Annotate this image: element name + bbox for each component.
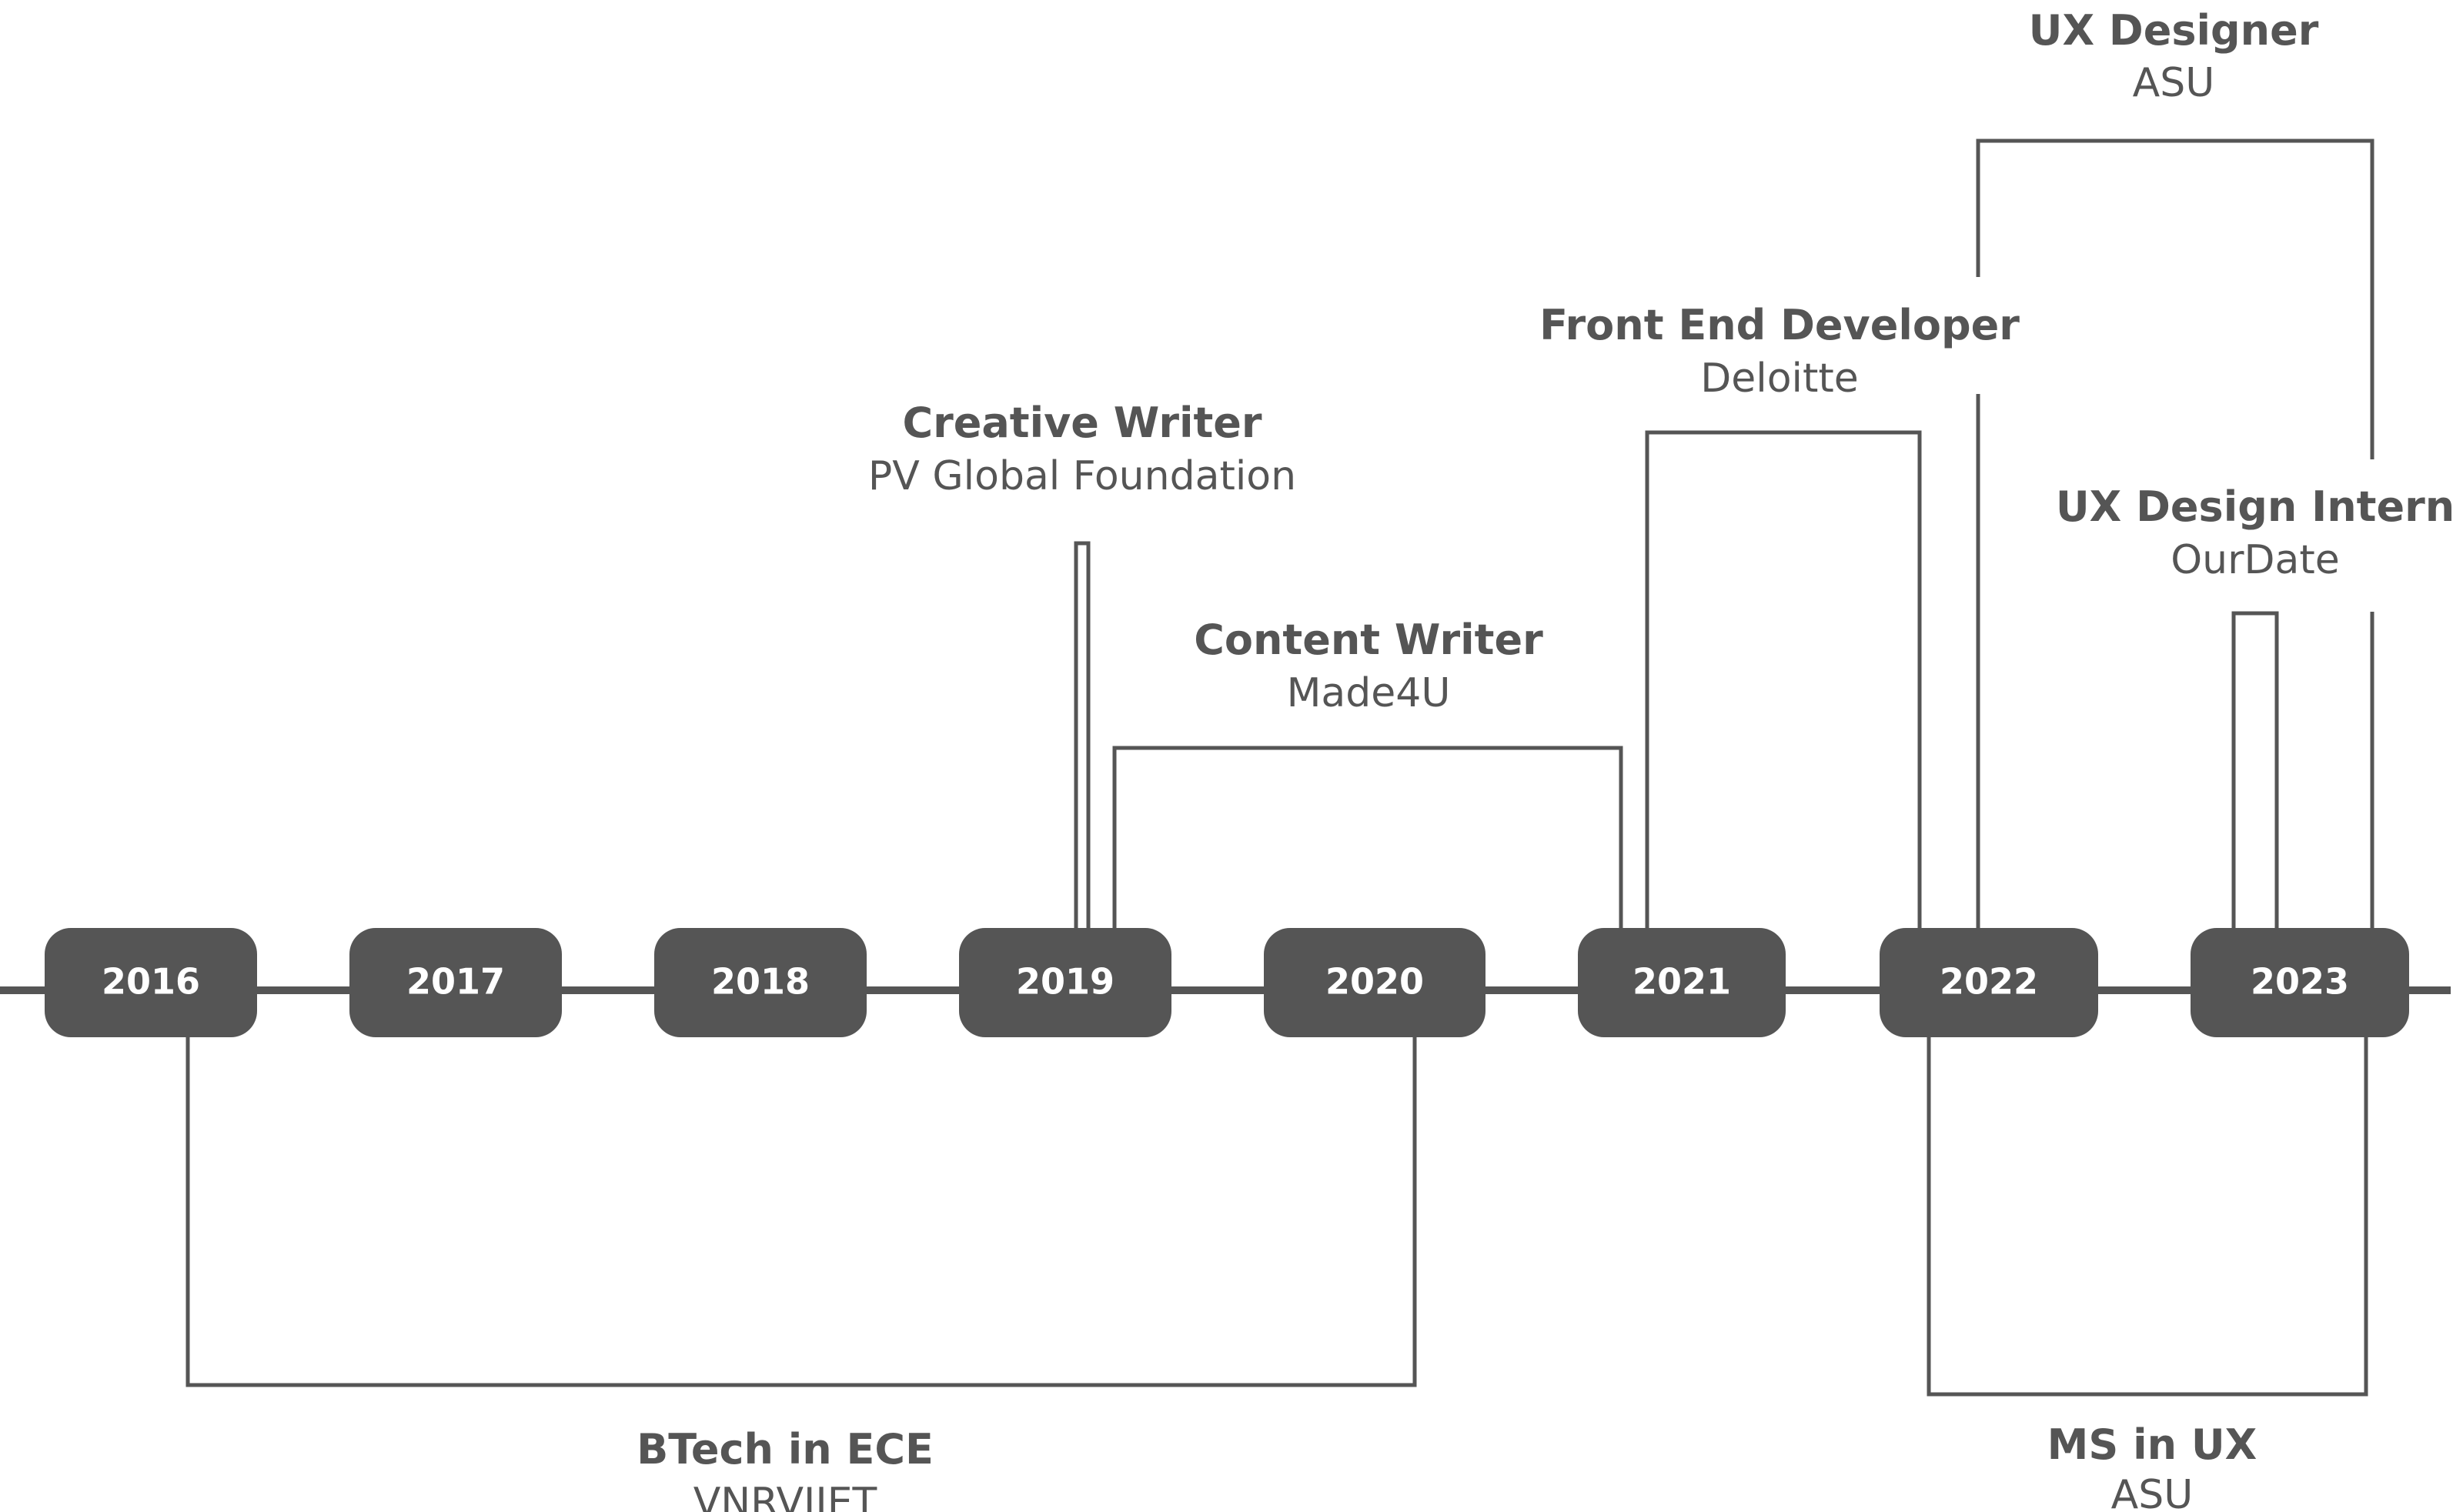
year-pill-2023: 2023 <box>2191 928 2409 1037</box>
year-label: 2018 <box>711 961 810 1003</box>
content-writer-entry: Content Writer Made4U <box>1194 616 1543 716</box>
year-label: 2023 <box>2251 961 2349 1003</box>
entry-title: Content Writer <box>1194 616 1543 664</box>
year-pill-2017: 2017 <box>349 928 562 1037</box>
year-pill-2022: 2022 <box>1880 928 2098 1037</box>
btech-bracket <box>185 1036 1417 1387</box>
year-label: 2020 <box>1325 961 1424 1003</box>
ms-ux-bracket <box>1927 1036 2368 1397</box>
year-label: 2019 <box>1016 961 1115 1003</box>
entry-organization: OurDate <box>2171 537 2340 583</box>
entry-title: UX Design Intern <box>2056 482 2455 531</box>
year-pill-2018: 2018 <box>654 928 867 1037</box>
entry-organization: Deloitte <box>1700 355 1859 402</box>
content-writer-bracket <box>1112 746 1623 928</box>
front-end-developer-bracket <box>1645 430 1922 928</box>
entry-title: Creative Writer <box>902 399 1262 447</box>
entry-organization: Made4U <box>1287 670 1451 716</box>
year-pill-2019: 2019 <box>959 928 1171 1037</box>
ux-designer-entry: UX Designer ASU <box>2029 6 2319 106</box>
creative-writer-bracket <box>1074 541 1091 928</box>
year-pill-2021: 2021 <box>1578 928 1786 1037</box>
ux-design-intern-bracket <box>2231 611 2279 928</box>
entry-organization: ASU <box>2133 60 2215 106</box>
ux-design-intern-entry: UX Design Intern OurDate <box>2056 482 2455 583</box>
entry-organization: VNRVJIET <box>693 1480 877 1512</box>
creative-writer-entry: Creative Writer PV Global Foundation <box>868 399 1296 499</box>
entry-title: UX Designer <box>2029 6 2319 55</box>
entry-organization: PV Global Foundation <box>868 453 1296 499</box>
year-label: 2021 <box>1633 961 1731 1003</box>
year-label: 2022 <box>1940 961 2038 1003</box>
front-end-developer-entry: Front End Developer Deloitte <box>1539 301 2020 402</box>
btech-entry: BTech in ECE VNRVJIET <box>637 1425 934 1512</box>
ux-designer-bracket-left <box>1976 139 2374 459</box>
year-pill-2020: 2020 <box>1264 928 1485 1037</box>
year-pill-2016: 2016 <box>45 928 257 1037</box>
year-label: 2016 <box>102 961 200 1003</box>
year-label: 2017 <box>406 961 505 1003</box>
ms-ux-entry: MS in UX ASU <box>2047 1420 2257 1512</box>
entry-title: MS in UX <box>2047 1420 2257 1469</box>
entry-organization: ASU <box>2111 1472 2194 1512</box>
entry-title: BTech in ECE <box>637 1425 934 1474</box>
entry-title: Front End Developer <box>1539 301 2020 349</box>
